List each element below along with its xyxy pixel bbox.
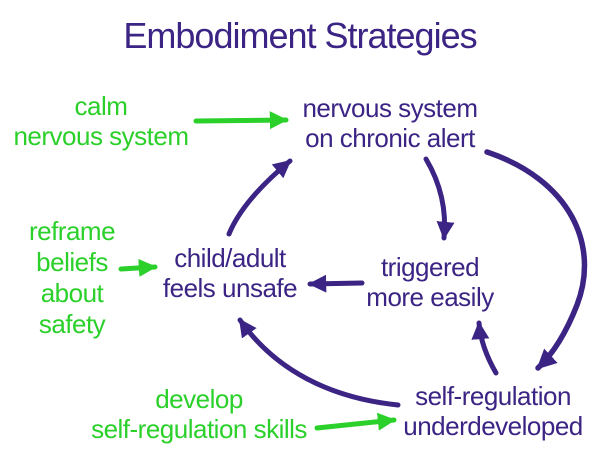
- arrow-chronic-alert-to-underdeveloped: [484, 149, 588, 371]
- node-calm-nervous-system: calm nervous system: [6, 91, 196, 151]
- node-label-line: reframe: [28, 216, 116, 246]
- node-label-line: on chronic alert: [305, 123, 475, 153]
- arrow-triggered-to-feels-unsafe: [307, 274, 365, 293]
- node-label-line: self-regulation skills: [91, 414, 307, 444]
- node-self-regulation-underdeveloped: self-regulation underdeveloped: [393, 381, 593, 441]
- page-title: Embodiment Strategies: [123, 15, 477, 56]
- arrow-chronic-alert-to-triggered: [423, 156, 455, 241]
- node-child-adult-feels-unsafe: child/adult feels unsafe: [155, 243, 305, 303]
- node-label-line: feels unsafe: [162, 273, 298, 303]
- node-label-line: develop: [155, 384, 243, 414]
- node-label-line: triggered: [380, 252, 480, 282]
- node-reframe-beliefs-about-safety: reframe beliefs about safety: [12, 216, 132, 340]
- node-label-line: about: [40, 278, 104, 308]
- arrow-underdeveloped-to-triggered: [471, 320, 499, 376]
- node-label-line: calm: [74, 91, 128, 121]
- arrow-reframe-to-feels-unsafe: [118, 258, 158, 277]
- node-label-line: child/adult: [174, 243, 286, 273]
- node-label-line: self-regulation: [415, 381, 571, 411]
- node-label-line: more easily: [366, 282, 494, 312]
- node-label-line: beliefs: [36, 247, 108, 277]
- node-triggered-more-easily: triggered more easily: [355, 252, 505, 312]
- node-label-line: safety: [38, 309, 106, 339]
- node-develop-self-regulation-skills: develop self-regulation skills: [79, 384, 319, 444]
- arrow-develop-skills-to-underdeveloped: [314, 412, 397, 431]
- node-label-line: underdeveloped: [403, 411, 583, 441]
- arrow-feels-unsafe-to-chronic-alert: [226, 158, 293, 237]
- node-label-line: nervous system: [13, 121, 189, 151]
- arrow-calm-to-chronic-alert: [193, 111, 289, 130]
- node-label-line: nervous system: [302, 93, 478, 123]
- node-nervous-system-on-chronic-alert: nervous system on chronic alert: [290, 93, 490, 153]
- arrow-underdeveloped-to-feels-unsafe: [237, 317, 401, 408]
